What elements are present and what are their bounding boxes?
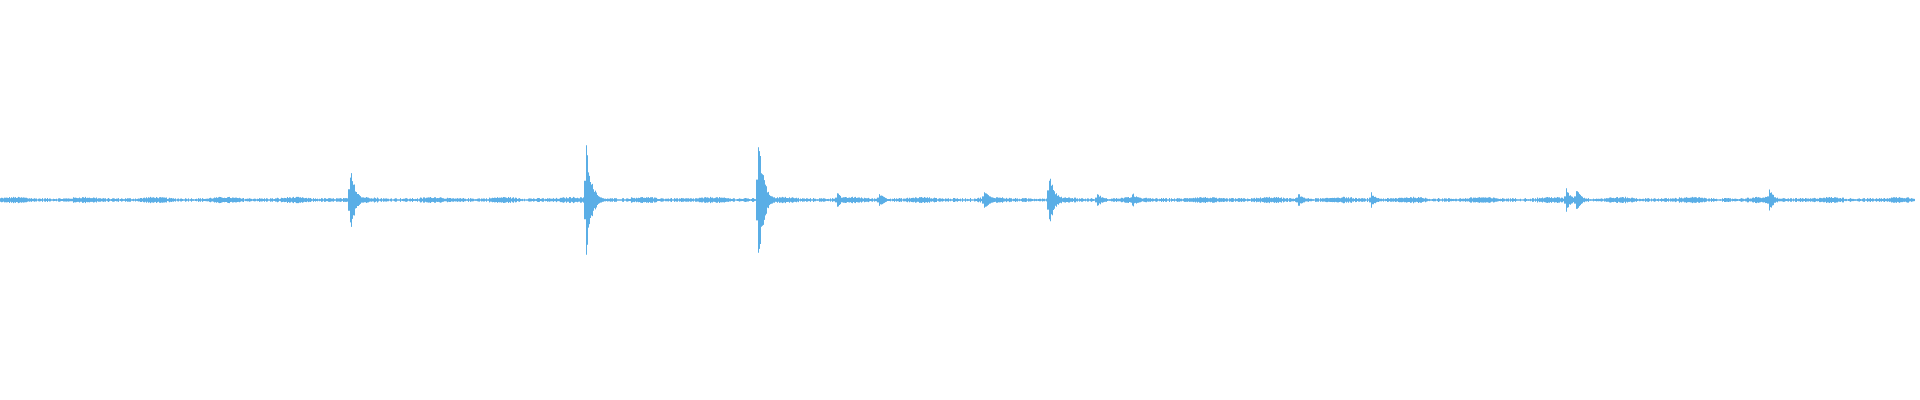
waveform-samples [0,145,1915,255]
